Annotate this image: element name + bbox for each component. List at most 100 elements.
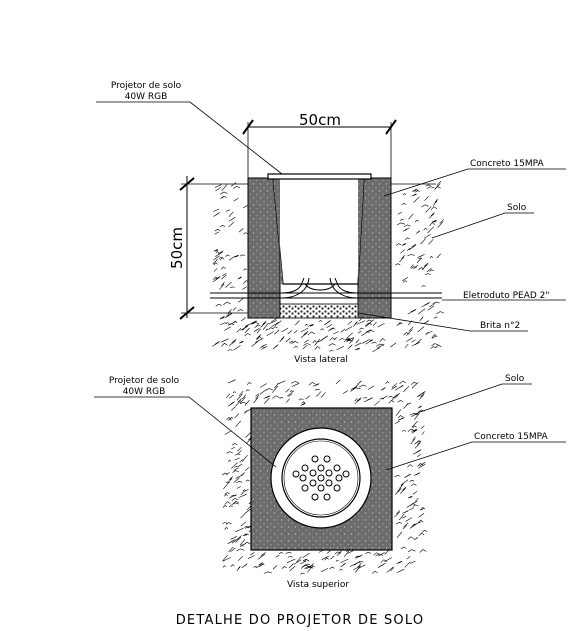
soil-hatch-stroke: [299, 560, 307, 565]
soil-hatch-stroke: [376, 343, 385, 347]
soil-hatch-stroke: [279, 397, 284, 399]
soil-hatch-stroke: [402, 280, 408, 283]
led-dot: [301, 464, 309, 472]
soil-hatch-stroke: [396, 321, 401, 327]
soil-hatch-stroke: [395, 263, 401, 266]
soil-hatch-stroke: [251, 322, 260, 325]
soil-hatch-stroke: [312, 383, 320, 387]
soil-hatch-stroke: [417, 519, 424, 524]
soil-hatch-stroke: [433, 316, 438, 319]
soil-hatch-stroke: [223, 482, 230, 490]
soil-hatch-stroke: [231, 498, 239, 502]
soil-hatch-stroke: [300, 327, 309, 333]
soil-hatch-stroke: [392, 392, 401, 399]
top-caption: Vista superior: [287, 580, 349, 590]
soil-hatch-stroke: [372, 570, 378, 574]
soil-hatch-stroke: [402, 510, 409, 514]
soil-hatch-stroke: [239, 459, 244, 463]
soil-hatch-stroke: [340, 558, 349, 563]
soil-hatch-stroke: [245, 479, 250, 482]
soil-hatch-stroke: [221, 342, 228, 347]
soil-hatch-stroke: [380, 387, 386, 391]
soil-hatch-stroke: [365, 322, 373, 327]
soil-hatch-stroke: [397, 415, 404, 419]
soil-hatch-stroke: [314, 388, 320, 391]
soil-hatch-stroke: [301, 401, 306, 404]
top-view: Projetor de solo 40W RGB Solo Concreto 1…: [94, 374, 566, 590]
soil-hatch-stroke: [298, 398, 304, 401]
soil-hatch-stroke: [251, 341, 259, 347]
soil-hatch-stroke: [222, 505, 228, 508]
side-projector-label-2: 40W RGB: [125, 92, 168, 102]
soil-hatch-stroke: [302, 552, 310, 559]
soil-hatch-stroke: [400, 218, 404, 221]
soil-hatch-stroke: [431, 219, 437, 223]
soil-hatch-stroke: [287, 330, 293, 335]
top-concrete-leader: [385, 441, 566, 471]
soil-hatch-stroke: [304, 323, 308, 327]
soil-hatch-stroke: [396, 568, 405, 573]
soil-hatch-stroke: [227, 459, 232, 462]
soil-hatch-stroke: [414, 440, 422, 449]
soil-hatch-stroke: [233, 345, 241, 351]
soil-hatch-stroke: [242, 489, 247, 492]
soil-hatch-stroke: [234, 254, 239, 258]
soil-hatch-stroke: [425, 330, 433, 335]
soil-hatch-stroke: [381, 395, 388, 400]
soil-hatch-stroke: [215, 187, 222, 192]
soil-hatch-stroke: [255, 338, 264, 343]
soil-hatch-stroke: [243, 541, 251, 545]
soil-hatch-stroke: [413, 264, 419, 270]
soil-hatch-stroke: [397, 417, 405, 421]
soil-hatch-stroke: [352, 383, 359, 391]
soil-hatch-stroke: [432, 301, 440, 304]
soil-hatch-stroke: [347, 344, 353, 350]
soil-hatch-stroke: [279, 335, 285, 343]
soil-hatch-stroke: [329, 566, 335, 570]
soil-hatch-stroke: [374, 400, 380, 406]
top-projector-label-2: 40W RGB: [123, 387, 166, 397]
soil-hatch-stroke: [227, 323, 235, 326]
soil-hatch-stroke: [412, 501, 418, 504]
soil-hatch-stroke: [403, 522, 409, 528]
soil-hatch-stroke: [266, 331, 274, 337]
concrete-wall-right: [357, 177, 392, 319]
soil-hatch-stroke: [222, 522, 228, 525]
soil-hatch-stroke: [264, 397, 270, 404]
soil-hatch-stroke: [429, 255, 434, 259]
soil-hatch-stroke: [350, 387, 356, 390]
soil-hatch-stroke: [321, 555, 330, 560]
soil-hatch-stroke: [259, 345, 265, 349]
cable-right-2: [329, 277, 358, 299]
soil-hatch-stroke: [403, 332, 410, 336]
led-dot: [325, 469, 333, 477]
soil-hatch-stroke: [413, 188, 419, 192]
soil-hatch-stroke: [404, 227, 410, 231]
soil-hatch-stroke: [219, 257, 225, 261]
soil-hatch-stroke: [394, 387, 400, 391]
soil-hatch-stroke: [225, 209, 230, 212]
soil-hatch-stroke: [224, 492, 231, 495]
soil-hatch-stroke: [304, 339, 309, 343]
soil-hatch-stroke: [401, 430, 407, 432]
soil-hatch-stroke: [236, 565, 241, 572]
soil-hatch-stroke: [400, 486, 407, 494]
soil-hatch-stroke: [256, 328, 261, 334]
soil-hatch-stroke: [300, 331, 309, 338]
soil-hatch-stroke: [429, 269, 435, 272]
side-view: 50cm 50cm Projetor de solo 40W RGB Concr…: [96, 81, 566, 365]
soil-hatch-stroke: [421, 285, 426, 287]
soil-hatch-stroke: [398, 322, 403, 325]
soil-hatch-stroke: [224, 494, 228, 497]
soil-hatch-stroke: [409, 412, 418, 416]
soil-hatch-stroke: [402, 515, 407, 519]
soil-hatch-stroke: [228, 505, 233, 508]
soil-hatch-stroke: [244, 467, 250, 472]
led-dot: [342, 470, 350, 478]
soil-hatch-stroke: [228, 494, 237, 499]
soil-hatch-stroke: [220, 338, 229, 343]
led-dot: [299, 474, 307, 482]
soil-hatch-stroke: [237, 276, 242, 280]
soil-hatch-stroke: [223, 301, 231, 305]
soil-hatch-stroke: [225, 522, 232, 525]
